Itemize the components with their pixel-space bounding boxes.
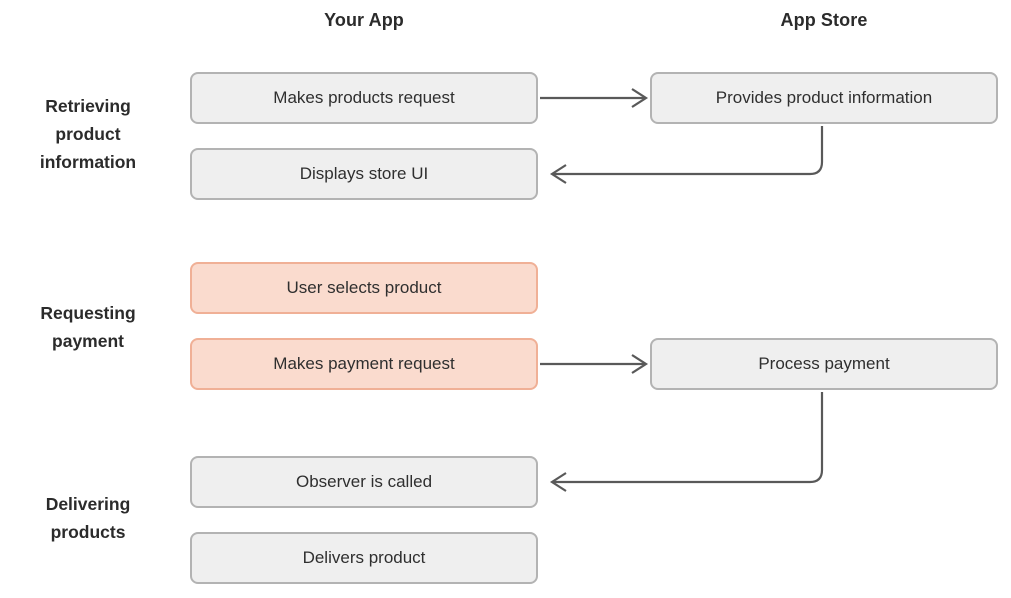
connector-request-to-provides (540, 88, 649, 108)
column-header-your-app: Your App (324, 10, 404, 30)
column-header-app-store: App Store (780, 10, 868, 30)
node-observer-is-called[interactable]: Observer is called (190, 456, 538, 508)
connector-provides-to-displays (549, 126, 824, 184)
connector-payment-to-process (540, 354, 649, 374)
node-user-selects-product[interactable]: User selects product (190, 262, 538, 314)
node-delivers-product[interactable]: Delivers product (190, 532, 538, 584)
connector-process-to-observer (549, 392, 824, 492)
node-provides-product-information[interactable]: Provides product information (650, 72, 998, 124)
node-makes-products-request[interactable]: Makes products request (190, 72, 538, 124)
node-process-payment[interactable]: Process payment (650, 338, 998, 390)
node-makes-payment-request[interactable]: Makes payment request (190, 338, 538, 390)
node-displays-store-ui[interactable]: Displays store UI (190, 148, 538, 200)
